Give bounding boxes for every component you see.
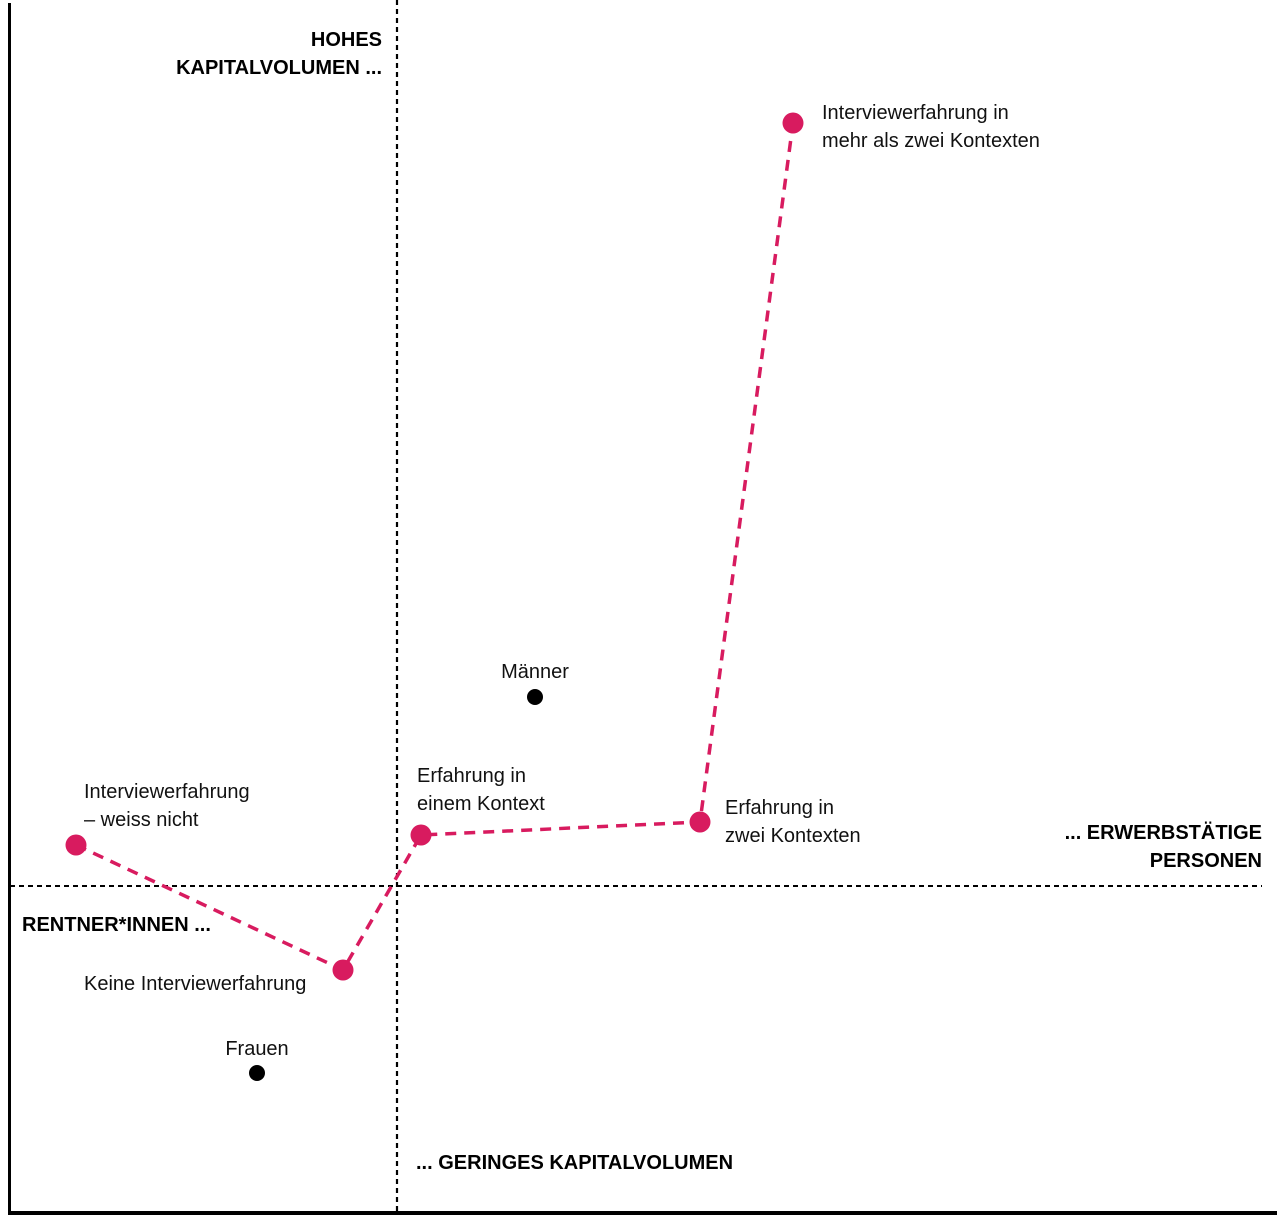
- data-point-zwei-kontexte: [689, 811, 711, 833]
- experience-path: [75, 122, 795, 973]
- data-point-mehr-als-zwei: [782, 112, 804, 134]
- data-point-keine-erfahrung: [332, 959, 354, 981]
- data-point-frauen: [249, 1065, 265, 1081]
- point-label-lbl-frauen: Frauen: [225, 1038, 289, 1060]
- point-label-lbl-mehr-als-zwei: Interviewerfahrung in mehr als zwei Kont…: [822, 102, 1040, 152]
- point-label-lbl-zwei-kontexte: Erfahrung in zwei Kontexten: [725, 797, 861, 847]
- data-point-ein-kontext: [410, 824, 432, 846]
- axis-label-high-capital: HOHES KAPITALVOLUMEN ...: [176, 29, 382, 79]
- point-label-lbl-maenner: Männer: [501, 661, 569, 683]
- point-label-lbl-keine: Keine Interviewerfahrung: [84, 973, 307, 995]
- axis-label-low-capital: ... GERINGES KAPITALVOLUMEN: [416, 1152, 734, 1174]
- data-point-maenner: [527, 689, 543, 705]
- axis-label-employed-persons: ... ERWERBSTÄTIGE PERSONEN: [1064, 822, 1262, 872]
- chart-border-bottom: [8, 1211, 1277, 1215]
- point-label-lbl-ein-kontext: Erfahrung in einem Kontext: [417, 765, 545, 815]
- axis-label-pensioners: RENTNER*INNEN ...: [22, 914, 211, 936]
- data-point-weiss-nicht: [65, 834, 87, 856]
- chart-border-left: [8, 3, 11, 1215]
- point-label-lbl-weiss-nicht: Interviewerfahrung – weiss nicht: [84, 781, 250, 831]
